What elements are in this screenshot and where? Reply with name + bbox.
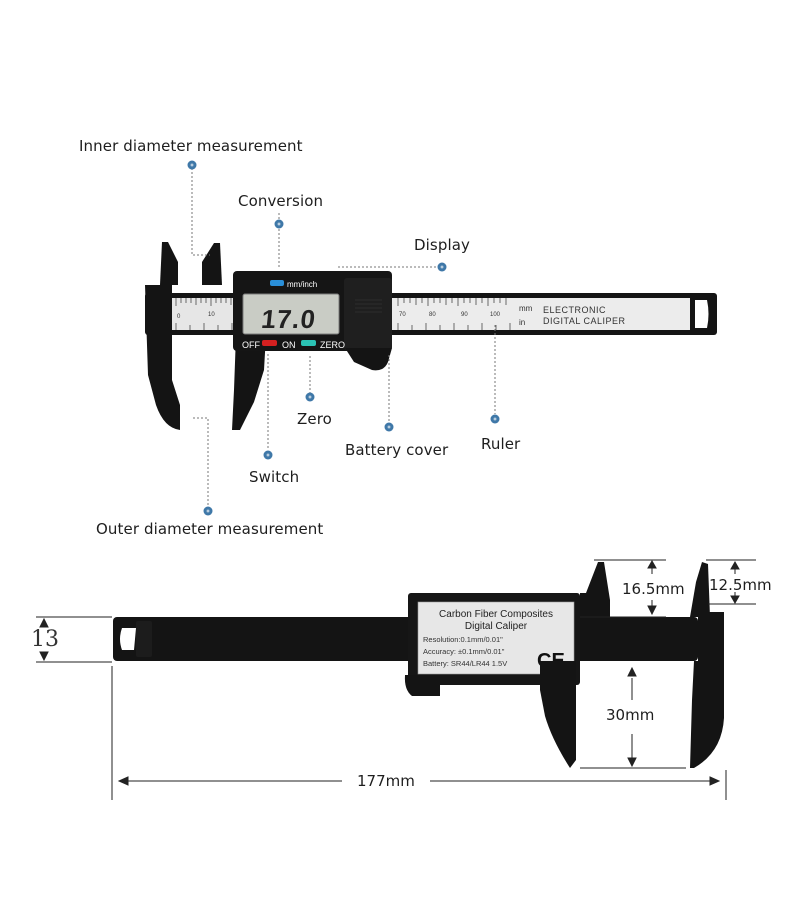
scale-num: 80 [429,312,436,318]
on-label: ON [282,340,296,350]
top-fixed-outer-jaw [145,285,180,430]
mode-button[interactable] [270,280,284,286]
callout-dot [263,450,273,460]
off-label: OFF [242,340,260,350]
bottom-fixed-upper-jaw [690,562,710,617]
callout-dots [187,160,500,516]
thumb-wheel [345,348,392,371]
spec-accuracy: Accuracy: ±0.1mm/0.01" [423,647,505,656]
bottom-caliper: Carbon Fiber Composites Digital Caliper … [113,562,724,768]
scale-num: 90 [461,312,468,318]
lcd-screen [242,293,340,335]
bottom-sliding-lower-jaw [540,661,576,768]
battery-compartment [344,278,392,350]
callout-dot [274,219,284,229]
dim-length: 177mm [357,772,415,790]
spec-resolution: Resolution:0.1mm/0.01" [423,635,503,644]
top-sliding-outer-jaw [232,335,266,430]
zero-label: ZERO [320,340,345,350]
label-outer-diameter: Outer diameter measurement [96,520,324,538]
dimension-lines [36,559,756,800]
spec-title-2: Digital Caliper [465,621,528,632]
bottom-end-plate [136,621,152,657]
label-switch: Switch [249,468,300,486]
bottom-sliding-upper-jaw [580,562,610,655]
zero-button[interactable] [301,340,316,346]
spec-battery: Battery: SR44/LR44 1.5V [423,659,507,668]
callout-dot [490,414,500,424]
bottom-thumb-wheel [404,675,440,696]
dim-upper-jaw: 12.5mm [709,576,772,594]
label-zero: Zero [297,410,332,428]
brand-line2: DIGITAL CALIPER [543,316,626,326]
callout-dot [305,392,315,402]
dim-lower-jaw: 30mm [606,706,655,724]
label-inner-diameter: Inner diameter measurement [79,137,303,155]
scale-num: 0 [177,314,181,320]
bottom-fixed-lower-jaw [690,612,724,768]
callout-dot [203,506,213,516]
scale-num: 10 [208,312,215,318]
label-conversion: Conversion [238,192,324,210]
top-end-hole [695,300,709,328]
lcd-readout: 17.0 [260,304,318,334]
dim-depth: 16.5mm [622,580,685,598]
label-display: Display [414,236,470,254]
callout-dot [187,160,197,170]
callout-dot [437,262,447,272]
top-sliding-inner-jaw [202,243,222,285]
top-fixed-inner-jaw [160,242,178,285]
unit-mm-label: mm [519,304,533,313]
battery-grip [355,299,382,313]
label-ruler: Ruler [481,435,521,453]
unit-in-label: in [519,318,525,327]
spec-title-1: Carbon Fiber Composites [439,609,553,620]
dim-thickness: 13 [31,627,59,652]
scale-num: 70 [399,312,406,318]
callout-dot [384,422,394,432]
bottom-end-hole [120,628,136,650]
brand-line1: ELECTRONIC [543,305,606,315]
top-caliper: 0 10 70 80 90 100 mm in ELECTRONIC DIGIT… [145,242,717,430]
label-battery-cover: Battery cover [345,441,449,459]
bottom-beam [113,617,698,661]
mode-button-label: mm/inch [287,280,317,289]
top-ruler-right [392,298,692,330]
top-ruler-ticks-right [397,298,511,330]
off-button[interactable] [262,340,277,346]
scale-num: 100 [490,312,501,318]
top-ruler-ticks-left [175,298,233,330]
